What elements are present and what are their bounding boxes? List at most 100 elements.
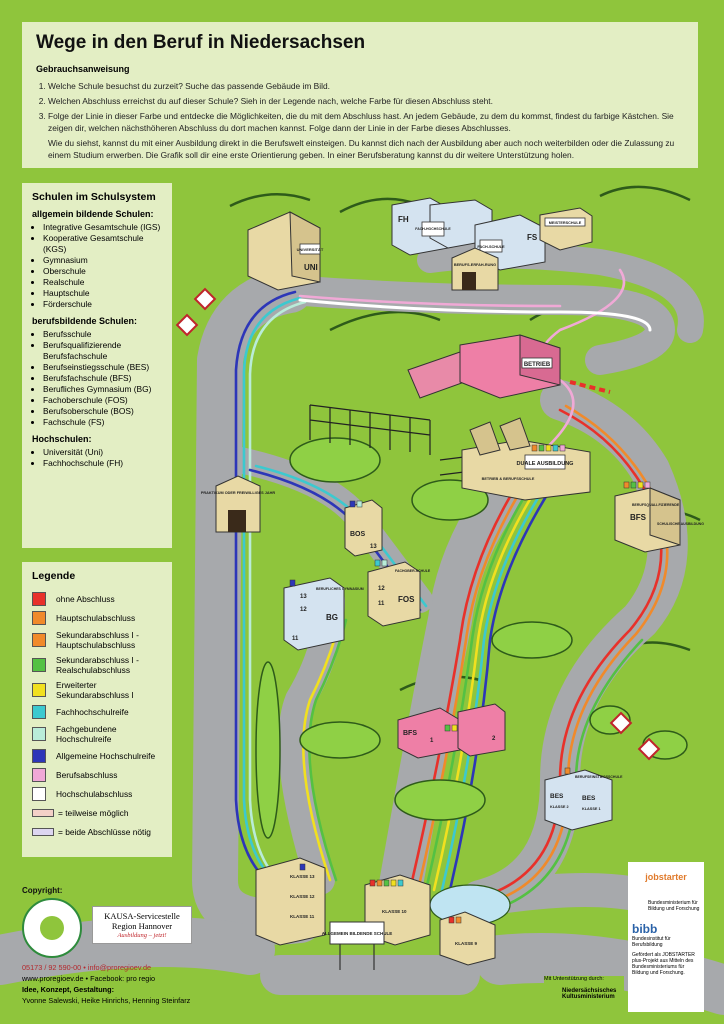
schule-class-12: KLASSE 12 [290, 894, 315, 899]
instructions-note: Wie du siehst, kannst du mit einer Ausbi… [48, 138, 675, 160]
bfs-mid-class-1: 1 [430, 738, 434, 744]
building-bos[interactable]: BOS 13 [344, 499, 383, 557]
fh-label: FH [398, 215, 409, 224]
legend-swatch [32, 592, 46, 606]
fos-top-label: FACHOBER-SCHULE [395, 569, 431, 573]
legend-label: Allgemeine Hochschulreife [56, 751, 156, 761]
legend-swatch [32, 658, 46, 672]
ms-support: Mit Unterstützung durch: [544, 976, 604, 982]
building-bfs-mid[interactable]: BFS 1 2 [397, 703, 506, 759]
legend-swatch [32, 633, 46, 647]
kausa-line2: Region Hannover [111, 921, 173, 931]
legend-item: Berufsabschluss [32, 768, 162, 782]
bg-class-13: 13 [300, 594, 307, 600]
building-bes[interactable]: BES BES KLASSE 2 KLASSE 1 BERUFSEINSTIEG… [544, 767, 623, 831]
building-bfs-right[interactable]: BFS BERUFSQUALI-FIZIERENDE SCHULISCHE AU… [614, 481, 704, 553]
list-item: Berufsfachschule (BFS) [43, 373, 162, 384]
schule-class-10: KLASSE 10 [382, 909, 407, 914]
schule-sign: ALLGEMEIN BILDENDE SCHULE [322, 921, 393, 970]
praktikum-label: PRAKTIKUM ODER FREIWILLIGES JAHR [201, 491, 276, 495]
bos-label: BOS [350, 531, 366, 538]
legend-item: Erweiterter Sekundarabschluss I [32, 680, 162, 700]
gate-berufserfahrung[interactable]: BERUFS-ERFAH-RUNG [451, 247, 499, 291]
instruction-step: Folge der Linie in dieser Farbe und entd… [48, 110, 684, 134]
bes-class-2: KLASSE 2 [550, 805, 569, 809]
fos-label: FOS [398, 595, 415, 604]
bushes [289, 437, 688, 821]
list-item: Fachschule (FS) [43, 417, 162, 428]
legend-item: Sekundarabschluss I - Realschulabschluss [32, 655, 162, 675]
idee-names: Yvonne Salewski, Heike Hinrichs, Henning… [22, 996, 191, 1005]
legend-swatch [32, 611, 46, 625]
foerder-note: Gefördert als JOBSTARTER plus-Projekt au… [632, 952, 695, 976]
list-item: Hauptschule [43, 288, 162, 299]
legend-label: = beide Abschlüsse nötig [58, 827, 151, 837]
bfs-right-label: BFS [630, 513, 647, 522]
poplar-tree [255, 661, 281, 839]
hill-line [229, 192, 311, 208]
bfs-mid-class-2: 2 [492, 736, 496, 742]
copyright-label: Copyright: [22, 886, 63, 895]
list-item: Berufsqualifizierende Berufsfachschule [43, 340, 162, 362]
list-item: Integrative Gesamtschule (IGS) [43, 222, 162, 233]
bibb-logo: bibb [632, 922, 658, 936]
warning-signs [175, 287, 661, 761]
legend-item: Fachgebundene Hochschulreife [32, 724, 162, 744]
schools-title: Schulen im Schulsystem [32, 191, 156, 203]
gate-praktikum[interactable]: PRAKTIKUM ODER FREIWILLIGES JAHR [201, 475, 276, 533]
meisterschule-label: MEISTERSCHULE [549, 221, 582, 225]
ms-name: Niedersächsisches Kultusministerium [562, 988, 617, 1000]
instructions-panel: Wege in den Beruf in Niedersachsen Gebra… [22, 22, 698, 168]
legend-label: ohne Abschluss [56, 594, 115, 604]
hill-line [599, 185, 691, 202]
legend-item: = beide Abschlüsse nötig [32, 825, 162, 839]
duale-label: DUALE AUSBILDUNG [517, 461, 574, 467]
bg-class-12: 12 [300, 607, 307, 613]
list-item: Gymnasium [43, 255, 162, 266]
berufs-list: Berufsschule Berufsqualifizierende Beruf… [32, 329, 162, 428]
bg-class-11: 11 [292, 636, 299, 642]
betrieb-label: BETRIEB [524, 362, 551, 368]
building-uni[interactable]: UNIVERSITÄT UNI [247, 211, 324, 291]
list-item: Fachhochschule (FH) [43, 458, 162, 469]
berufserfahrung-label: BERUFS-ERFAH-RUNG [454, 263, 496, 267]
contact-block: 05173 / 92 590-00 • info@proregioev.de w… [22, 962, 282, 1006]
building-betrieb[interactable]: BETRIEB [407, 334, 561, 399]
list-item: Fachoberschule (FOS) [43, 395, 162, 406]
building-bg[interactable]: 13 12 11 BG BERUFLICHES GYMNASIUM [283, 577, 364, 651]
list-item: Universität (Uni) [43, 447, 162, 458]
bg-top-label: BERUFLICHES GYMNASIUM [316, 587, 364, 591]
list-item: Kooperative Gesamtschule (KGS) [43, 233, 162, 255]
fos-class-12: 12 [378, 586, 385, 592]
building-fos[interactable]: 12 11 FOS FACHOBER-SCHULE [367, 559, 431, 627]
bibb-sub: Bundesinstitut für Berufsbildung [632, 936, 671, 948]
building-duale[interactable]: DUALE AUSBILDUNG BETRIEB & BERUFSSCHULE [461, 417, 591, 501]
legend-label: Fachgebundene Hochschulreife [56, 724, 117, 744]
bes-label-1: BES [550, 793, 564, 800]
uni-label: UNI [304, 263, 318, 272]
legend-item: Hochschulabschluss [32, 787, 162, 801]
schule-sign-label: ALLGEMEIN BILDENDE SCHULE [322, 931, 393, 936]
instructions-list: Welche Schule besuchst du zurzeit? Suche… [36, 80, 684, 134]
bg-label: BG [326, 613, 338, 622]
fh-sign-label: FACH-HOCHSCHULE [415, 227, 451, 231]
legend-swatch [32, 749, 46, 763]
bfs-mid-label: BFS [403, 730, 417, 737]
kausa-logo: KAUSA-Servicestelle Region Hannover Ausb… [92, 906, 192, 944]
legend-swatch [32, 768, 46, 782]
instruction-step: Welche Schule besuchst du zurzeit? Suche… [48, 80, 684, 92]
legend-label: = teilweise möglich [58, 808, 129, 818]
bes-label-2: BES [582, 795, 596, 802]
kausa-line1: KAUSA-Servicestelle [104, 911, 180, 921]
legend-item: Allgemeine Hochschulreife [32, 749, 162, 763]
jobstarter-logo: jobstarter [645, 872, 687, 882]
list-item: Berufliches Gymnasium (BG) [43, 384, 162, 395]
allgemein-list: Integrative Gesamtschule (IGS) Kooperati… [32, 222, 162, 310]
bes-class-1: KLASSE 1 [582, 807, 601, 811]
schule-class-11: KLASSE 11 [290, 914, 315, 919]
list-item: Berufsschule [43, 329, 162, 340]
legend-label: Erweiterter Sekundarabschluss I [56, 680, 134, 700]
contact-line: www.proregioev.de • Facebook: pro regio [22, 974, 156, 983]
list-item: Berufsoberschule (BOS) [43, 406, 162, 417]
legend-title: Legende [32, 570, 76, 582]
